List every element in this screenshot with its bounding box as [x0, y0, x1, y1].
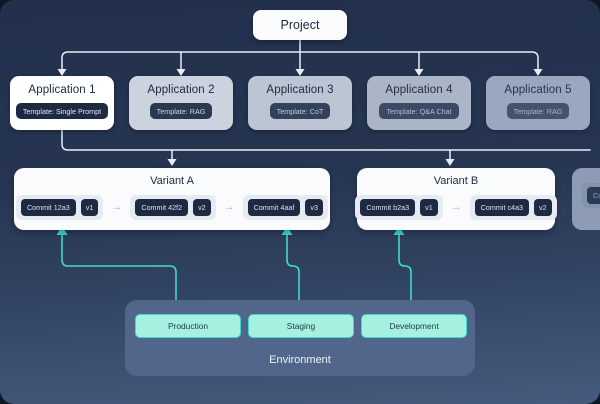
- chain-arrow-icon: →: [111, 201, 123, 213]
- environment-label: Environment: [269, 354, 331, 366]
- commit-chip[interactable]: Commit b2a3 v1: [355, 195, 443, 220]
- variant-card-b[interactable]: Variant B Commit b2a3 v1 → Commit c4a3 v…: [355, 168, 557, 230]
- commit-sha: Commit c4a3: [474, 199, 530, 216]
- environment-chip-development[interactable]: Development: [361, 314, 467, 338]
- application-title: Application 3: [266, 84, 334, 96]
- application-card-4[interactable]: Application 4 Template: Q&A Chat: [367, 76, 471, 130]
- chain-arrow-icon: →: [450, 201, 462, 213]
- arrowhead-app5: [533, 69, 543, 76]
- environment-chip-label: Production: [167, 321, 209, 331]
- arrowhead-app2: [176, 69, 186, 76]
- variant-title: Variant B: [433, 175, 479, 187]
- commit-chip[interactable]: Commit 42f2 v2: [130, 195, 216, 220]
- commit-chain: Commit 12a3 v1 → Commit 42f2 v2 → Commit…: [14, 195, 330, 220]
- environment-chip-staging[interactable]: Staging: [248, 314, 354, 338]
- commit-chain: Commit b2a3 v1 → Commit c4a3 v2: [355, 195, 557, 220]
- commit-version: v1: [80, 199, 99, 216]
- commit-version: v1: [420, 199, 438, 216]
- arrowhead-variant-b: [445, 159, 455, 166]
- variant-card-c-clipped[interactable]: Com: [572, 168, 600, 230]
- arrowhead-variant-a: [167, 159, 177, 166]
- application-card-2[interactable]: Application 2 Template: RAG: [129, 76, 233, 130]
- environment-chip-production[interactable]: Production: [135, 314, 241, 338]
- commit-sha: Com: [587, 187, 600, 204]
- application-template-badge: Template: RAG: [506, 103, 570, 119]
- commit-chain: Com: [582, 183, 600, 208]
- project-node[interactable]: Project: [253, 10, 347, 40]
- project-label: Project: [280, 18, 320, 32]
- commit-chip[interactable]: Com: [582, 183, 600, 208]
- application-card-5[interactable]: Application 5 Template: RAG: [486, 76, 590, 130]
- application-template-badge: Template: Single Prompt: [15, 103, 109, 119]
- environment-panel: Environment: [125, 300, 475, 376]
- application-template-badge: Template: RAG: [149, 103, 213, 119]
- application-card-3[interactable]: Application 3 Template: CoT: [248, 76, 352, 130]
- commit-sha: Commit 42f2: [135, 199, 189, 216]
- commit-chip[interactable]: Commit c4a3 v2: [469, 195, 557, 220]
- application-title: Application 1: [28, 84, 96, 96]
- application-title: Application 2: [147, 84, 215, 96]
- application-title: Application 4: [385, 84, 453, 96]
- environment-chip-label: Staging: [286, 321, 316, 331]
- commit-chip[interactable]: Commit 4aaf v3: [242, 195, 329, 220]
- arrowhead-app3: [295, 69, 305, 76]
- application-template-badge: Template: Q&A Chat: [379, 103, 459, 119]
- commit-sha: Commit 4aaf: [247, 199, 301, 216]
- variant-card-a[interactable]: Variant A Commit 12a3 v1 → Commit 42f2 v…: [14, 168, 330, 230]
- application-title: Application 5: [504, 84, 572, 96]
- variant-title: Variant A: [150, 175, 194, 187]
- commit-chip[interactable]: Commit 12a3 v1: [15, 195, 104, 220]
- commit-version: v2: [193, 199, 211, 216]
- application-template-badge: Template: CoT: [269, 103, 331, 119]
- environment-chip-label: Development: [389, 321, 439, 331]
- application-card-1[interactable]: Application 1 Template: Single Prompt: [10, 76, 114, 130]
- arrowhead-app1: [57, 69, 67, 76]
- arrowhead-app4: [414, 69, 424, 76]
- chain-arrow-icon: →: [223, 201, 235, 213]
- commit-sha: Commit b2a3: [360, 199, 416, 216]
- commit-sha: Commit 12a3: [20, 199, 76, 216]
- commit-version: v3: [305, 199, 324, 216]
- wire-project-bus: [61, 51, 539, 67]
- wire-app1-bus: [61, 129, 591, 151]
- commit-version: v2: [534, 199, 552, 216]
